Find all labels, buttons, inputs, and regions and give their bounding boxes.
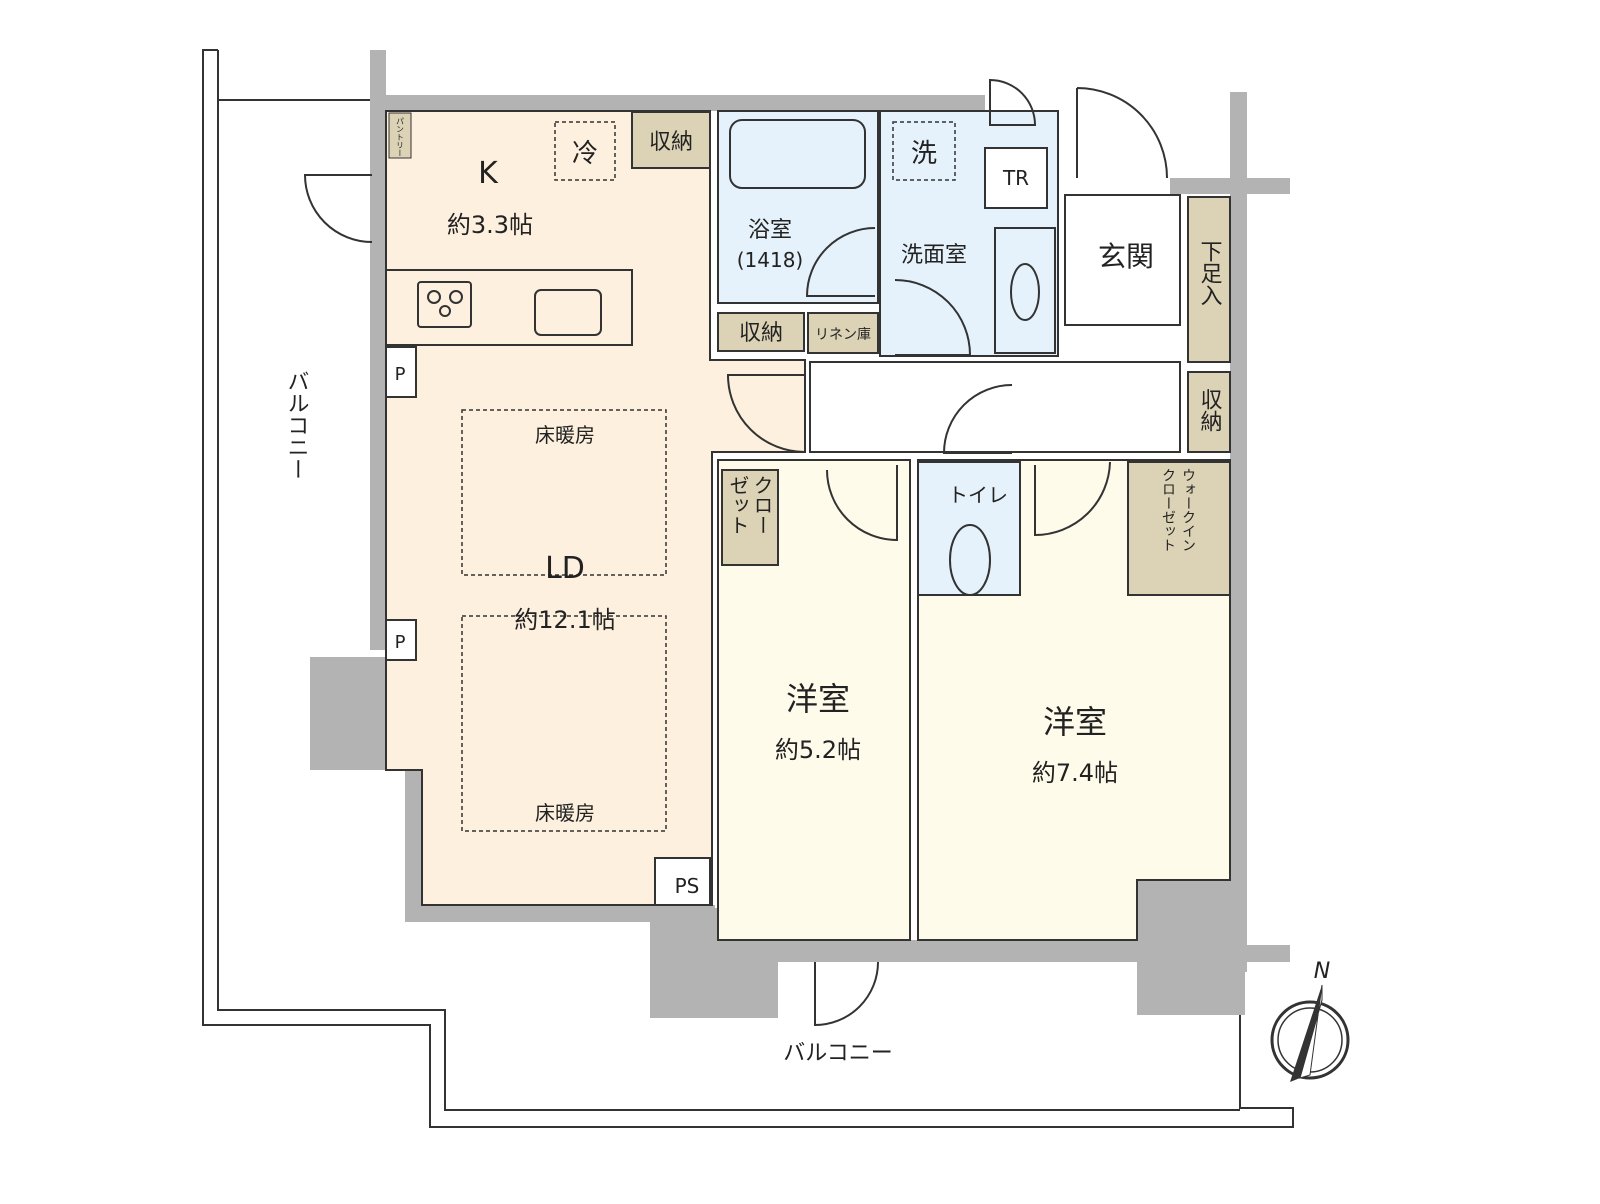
- ld-label: LD: [545, 551, 585, 586]
- washer-space: [892, 121, 956, 181]
- bath-size: (1418): [737, 248, 804, 272]
- entrance-label: 玄関: [1098, 240, 1154, 273]
- washroom-label: 洗面室: [901, 243, 967, 268]
- floor-heating-area-1: [461, 409, 667, 576]
- floor-heating-2-label: 床暖房: [535, 801, 595, 825]
- compass-label: N: [1314, 959, 1330, 984]
- washer-label: 洗: [911, 139, 937, 169]
- pipe-space-2: [385, 619, 417, 661]
- stove-icon: [417, 281, 472, 328]
- basin-icon: [1010, 263, 1040, 321]
- hallway: [809, 361, 1181, 453]
- ps-label: PS: [675, 874, 700, 898]
- toilet-label: トイレ: [948, 483, 1008, 507]
- bedroom-1-label: 洋室: [786, 680, 850, 718]
- kitchen-label: K: [478, 156, 499, 191]
- bedroom-1-size: 約5.2帖: [775, 736, 861, 764]
- bedroom-2-size: 約7.4帖: [1032, 759, 1118, 787]
- closet: [721, 469, 779, 566]
- shoe-storage: [1187, 196, 1231, 363]
- balcony-south-label: バルコニー: [783, 1041, 893, 1066]
- closet-label-line-2: ゼット: [726, 475, 750, 535]
- linen-label: リネン庫: [815, 326, 871, 343]
- bath-storage-label: 収納: [739, 321, 783, 346]
- closet-label-line-1: クロー: [750, 475, 774, 535]
- fridge-space: [554, 121, 616, 181]
- hall-storage: [1187, 371, 1231, 453]
- tr-label: TR: [1002, 166, 1029, 190]
- bathtub-icon: [729, 119, 866, 189]
- entrance: [1064, 194, 1181, 326]
- wic-label-line-1: ウォークイン: [1180, 468, 1196, 552]
- hall-storage-label: 収納: [1197, 388, 1223, 432]
- floor-heating-area-2: [461, 615, 667, 832]
- kitchen-storage: [631, 111, 711, 169]
- kitchen-size: 約3.3帖: [447, 211, 533, 239]
- pipe-space-1-label: P: [395, 364, 406, 385]
- balcony-west-label: バルコニー: [284, 370, 309, 480]
- bath-storage: [717, 312, 805, 352]
- bedroom-2-label: 洋室: [1043, 703, 1107, 741]
- pipe-shaft: [654, 857, 711, 906]
- fridge-label: 冷: [572, 139, 598, 169]
- bath-label: 浴室: [748, 218, 792, 243]
- toilet-icon: [949, 524, 991, 596]
- pantry: [388, 112, 412, 159]
- shoe-storage-label: 下足入: [1197, 240, 1223, 306]
- wic-label-line-2: クローゼット: [1160, 468, 1176, 552]
- bathroom: [717, 110, 879, 304]
- kitchen-storage-label: 収納: [649, 130, 693, 155]
- door-swings: [303, 78, 1168, 1027]
- toilet-room: [917, 461, 1021, 596]
- walk-in-closet: [1127, 461, 1231, 596]
- pantry-label: パントリー: [396, 117, 405, 157]
- basin-counter: [994, 227, 1056, 354]
- linen-closet: [807, 312, 879, 354]
- floor-heating-1-label: 床暖房: [535, 423, 595, 447]
- balcony-outline: [202, 49, 1294, 1128]
- ld-size: 約12.1帖: [514, 606, 615, 634]
- sink-icon: [534, 289, 602, 336]
- pipe-space-2-label: P: [395, 632, 406, 653]
- tr-box: [984, 147, 1048, 209]
- north-arrow-icon: [1270, 984, 1350, 1082]
- pipe-space-1: [385, 346, 417, 398]
